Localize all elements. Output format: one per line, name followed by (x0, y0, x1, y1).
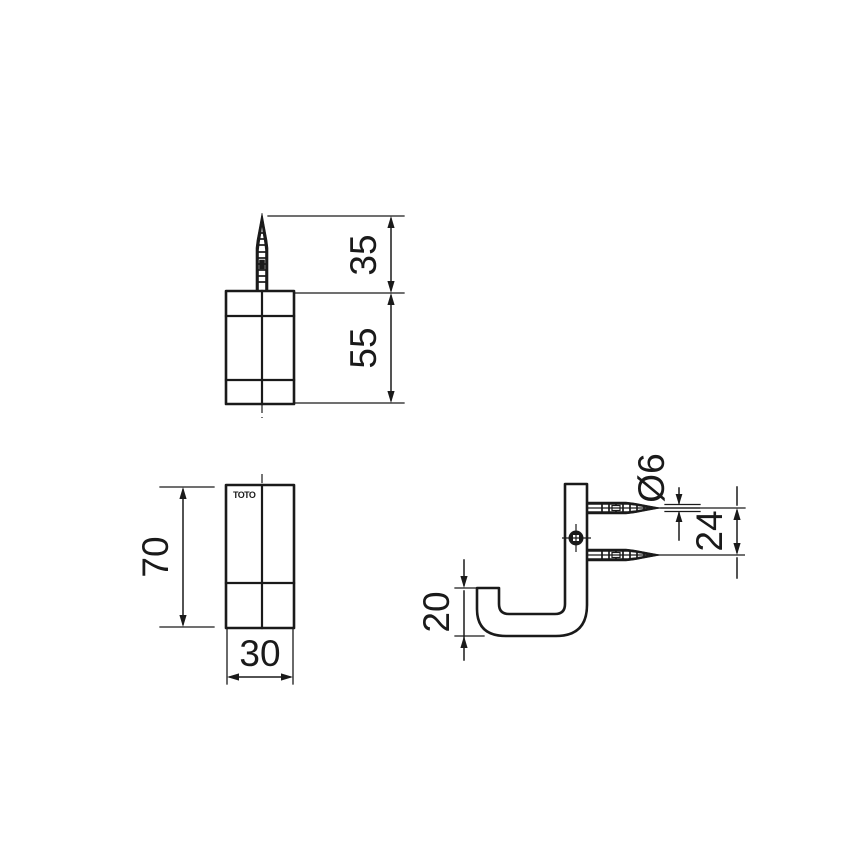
dim-35-label: 35 (343, 234, 384, 275)
dim-30-arrow-left (227, 673, 239, 681)
toto-logo: TOTO (233, 490, 256, 500)
dim-55-arrow-bottom (387, 391, 395, 403)
dim-24-arrow-bottom (733, 543, 741, 555)
top-view-anchor (255, 212, 269, 292)
dim-24-arrow-top (733, 508, 741, 520)
front-view-body-outline (224, 483, 296, 630)
anchor-lower-outline (586, 548, 662, 562)
anchor-slot (259, 259, 265, 270)
dim-70-label: 70 (135, 536, 176, 577)
dim-35-arrow-bottom (387, 281, 395, 293)
dim-70: 70 (135, 487, 187, 627)
dim-70-arrow-bottom (179, 615, 187, 627)
dim-55-label: 55 (343, 327, 384, 368)
dim-diameter-6: Ø6 (631, 453, 701, 541)
dim-d6-arrow-lower (675, 511, 683, 522)
side-view-hook-outline (475, 482, 589, 638)
dim-35: 35 (343, 216, 395, 293)
dim-24: 24 (689, 486, 741, 579)
dim-d6-label: Ø6 (631, 453, 672, 502)
dim-30: 30 (227, 633, 293, 681)
dim-35-arrow-top (387, 216, 395, 228)
dim-d6-arrow-upper (675, 494, 683, 505)
anchor-fin-details (257, 232, 267, 283)
front-view: TOTO 70 30 (135, 474, 296, 685)
dim-30-label: 30 (239, 633, 280, 674)
dim-20-arrow-top (460, 576, 468, 588)
dim-55-arrow-top (387, 293, 395, 305)
wall-anchor-lower (586, 548, 745, 562)
dim-30-arrow-right (281, 673, 293, 681)
dim-24-label: 24 (689, 510, 730, 551)
dim-55: 55 (343, 293, 395, 403)
top-view-body-outline (224, 289, 296, 406)
top-view: 35 55 (224, 212, 405, 418)
dim-20-label: 20 (416, 591, 457, 632)
side-view: Ø6 24 20 (416, 453, 746, 661)
anchor-upper-outline (586, 501, 662, 515)
dim-70-arrow-top (179, 487, 187, 499)
dim-20-arrow-bottom (460, 636, 468, 648)
set-screw (562, 524, 591, 552)
dim-20: 20 (416, 559, 468, 661)
